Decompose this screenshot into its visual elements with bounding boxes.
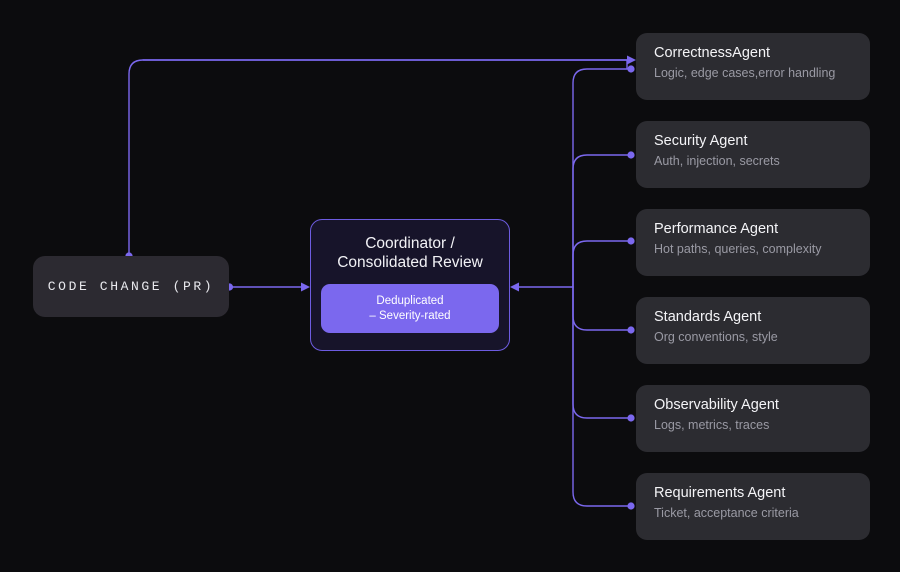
agent-card-observability[interactable]: Observability Agent Logs, metrics, trace… — [636, 385, 870, 452]
edge-branch-requirements — [572, 286, 632, 507]
agent-card-subtitle: Ticket, acceptance criteria — [654, 506, 799, 520]
node-code-change[interactable]: CODE CHANGE (PR) — [33, 256, 229, 317]
edge-branch-security — [572, 154, 632, 288]
agent-card-standards[interactable]: Standards Agent Org conventions, style — [636, 297, 870, 364]
arrowhead-correctness — [627, 55, 636, 65]
agent-card-requirements[interactable]: Requirements Agent Ticket, acceptance cr… — [636, 473, 870, 540]
agent-card-performance[interactable]: Performance Agent Hot paths, queries, co… — [636, 209, 870, 276]
arrowhead-coordinator — [301, 282, 310, 292]
edge-dot-standards — [627, 326, 635, 334]
edge-branch-performance — [572, 240, 632, 288]
agent-card-title: Performance Agent — [654, 221, 779, 237]
agent-card-subtitle: Org conventions, style — [654, 330, 778, 344]
agent-card-subtitle: Auth, injection, secrets — [654, 154, 780, 168]
node-code-change-label: CODE CHANGE (PR) — [47, 279, 215, 294]
agent-card-security[interactable]: Security Agent Auth, injection, secrets — [636, 121, 870, 188]
agent-card-title: Requirements Agent — [654, 485, 786, 501]
edge-dot-security — [627, 151, 635, 159]
agent-card-correctness[interactable]: CorrectnessAgent Logic, edge cases,error… — [636, 33, 870, 100]
edge-dot-requirements — [627, 502, 635, 510]
edge-dot-observability — [627, 414, 635, 422]
edge-trunk-spine-upper — [572, 68, 632, 288]
agent-card-subtitle: Logs, metrics, traces — [654, 418, 770, 432]
agent-card-title: Observability Agent — [654, 397, 779, 413]
agent-card-subtitle: Logic, edge cases,error handling — [654, 66, 836, 80]
agent-card-title: Standards Agent — [654, 309, 762, 325]
node-coordinator-title: Coordinator / Consolidated Review — [337, 235, 483, 271]
edge-branch-observability — [572, 286, 632, 419]
arrowhead-coordinator-return — [510, 282, 519, 292]
agent-card-title: Security Agent — [654, 133, 748, 149]
node-coordinator-badge-label: Deduplicated – Severity-rated — [369, 294, 451, 322]
edge-dot-correctness — [627, 65, 635, 73]
agent-card-title: CorrectnessAgent — [654, 45, 771, 61]
agent-card-subtitle: Hot paths, queries, complexity — [654, 242, 822, 256]
edge-branch-standards — [572, 286, 632, 331]
node-coordinator-badge: Deduplicated – Severity-rated — [321, 284, 499, 333]
node-coordinator[interactable]: Coordinator / Consolidated Review Dedupl… — [310, 219, 510, 351]
edge-dot-performance — [627, 237, 635, 245]
